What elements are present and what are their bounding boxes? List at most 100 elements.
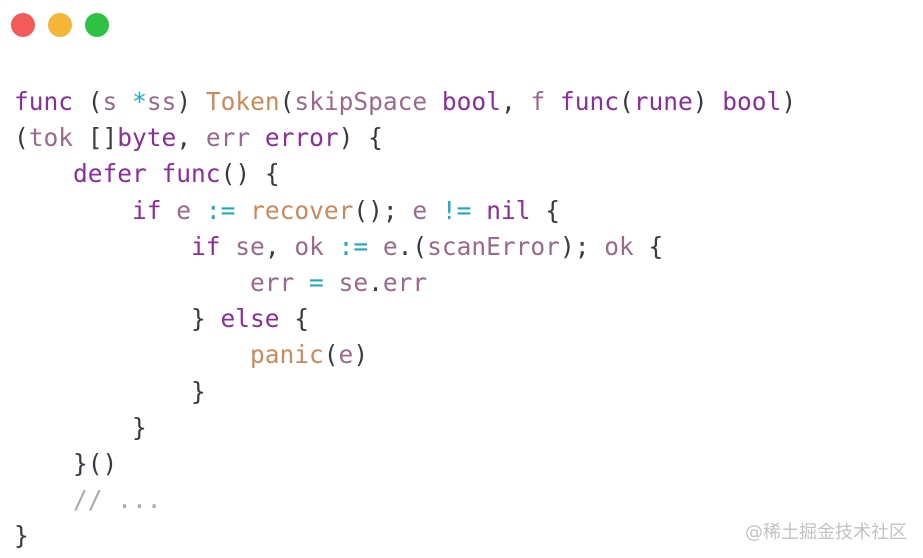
code-block: func (s *ss) Token(skipSpace bool, f fun… — [14, 84, 796, 554]
code-line: err = se.err — [14, 265, 796, 301]
code-token: [] — [73, 123, 118, 153]
code-token: ( — [279, 87, 295, 116]
code-token — [324, 268, 339, 297]
code-line: }() — [14, 446, 796, 482]
code-line: // ... — [14, 482, 796, 518]
code-token: e — [382, 231, 398, 261]
code-token: ok — [604, 231, 634, 261]
code-line: if e := recover(); e != nil { — [14, 193, 796, 229]
code-token — [221, 232, 236, 261]
code-token: }() — [14, 448, 118, 478]
code-token: { — [279, 304, 310, 334]
code-token: () { — [220, 159, 280, 189]
code-token: s — [102, 87, 118, 116]
code-token — [368, 232, 383, 261]
code-token: se — [338, 267, 369, 297]
code-token: e — [338, 340, 354, 370]
code-line: } else { — [14, 301, 796, 337]
code-token: Token — [205, 87, 280, 116]
code-token: } — [14, 521, 29, 551]
code-token — [324, 232, 339, 261]
code-token: func — [559, 87, 619, 116]
code-token: ss — [146, 87, 177, 116]
code-token: { — [530, 195, 560, 225]
code-token — [14, 268, 250, 297]
code-line: if se, ok := e.(scanError); ok { — [14, 229, 796, 265]
code-token — [14, 485, 73, 514]
code-token — [14, 159, 73, 188]
code-token: * — [132, 87, 147, 116]
code-token: ) — [176, 87, 206, 116]
maximize-window-icon[interactable] — [85, 13, 109, 37]
code-token: func — [161, 159, 221, 189]
code-token — [250, 123, 265, 152]
code-token: } — [14, 412, 147, 442]
code-token: if — [191, 231, 221, 261]
code-token: bool — [722, 87, 782, 116]
code-line: } — [14, 374, 796, 410]
code-token — [147, 159, 162, 188]
code-token: f — [530, 87, 546, 116]
code-token: ( — [73, 87, 103, 116]
code-token: defer — [73, 159, 147, 189]
code-token: := — [205, 195, 236, 225]
code-token: { — [633, 231, 664, 261]
code-token — [14, 232, 191, 261]
code-token — [162, 196, 177, 225]
code-token: tok — [28, 123, 74, 153]
code-token: , — [264, 231, 295, 261]
code-token: ) — [781, 87, 797, 116]
code-token: , — [176, 123, 206, 153]
code-token: . — [368, 267, 383, 297]
code-token: panic — [250, 340, 324, 370]
code-token: error — [264, 123, 339, 153]
close-window-icon[interactable] — [11, 13, 35, 37]
code-token: = — [309, 267, 324, 297]
code-line: func (s *ss) Token(skipSpace bool, f fun… — [14, 84, 796, 120]
code-token: skipSpace — [294, 87, 428, 116]
code-token: // ... — [73, 485, 162, 515]
code-token — [14, 340, 250, 369]
code-token: (); — [353, 195, 413, 225]
code-token — [427, 87, 442, 116]
code-token: func — [14, 87, 74, 116]
window-controls — [11, 13, 109, 37]
code-token: recover — [250, 195, 354, 225]
code-line: } — [14, 518, 796, 554]
code-line: (tok []byte, err error) { — [14, 120, 796, 156]
code-token: ); — [559, 231, 605, 261]
code-token: rune — [633, 87, 693, 116]
code-token: scanError — [427, 231, 560, 261]
code-token: , — [500, 87, 531, 116]
code-token: err — [205, 123, 251, 153]
code-token — [427, 196, 442, 225]
code-token: ( — [619, 87, 634, 116]
code-token — [294, 268, 309, 297]
code-token: ) — [692, 87, 723, 116]
code-token: ) — [353, 340, 369, 370]
code-token: if — [132, 195, 162, 225]
code-token — [545, 87, 560, 116]
code-token: bool — [441, 87, 501, 116]
code-token — [14, 196, 132, 225]
code-token: .( — [397, 231, 428, 261]
code-token: nil — [486, 195, 531, 225]
code-token: se — [235, 231, 265, 261]
code-token: err — [250, 267, 295, 297]
code-token: e — [176, 195, 192, 225]
code-token: ( — [323, 340, 339, 370]
code-token: else — [220, 304, 280, 334]
code-token: } — [14, 376, 206, 406]
code-line: } — [14, 410, 796, 446]
code-token: != — [441, 195, 472, 225]
code-token: byte — [117, 123, 177, 153]
code-token: ok — [294, 231, 324, 261]
minimize-window-icon[interactable] — [48, 13, 72, 37]
code-token — [191, 196, 206, 225]
code-line: defer func() { — [14, 156, 796, 192]
code-token: := — [338, 231, 369, 261]
code-token — [471, 196, 486, 225]
code-token: e — [412, 195, 428, 225]
code-token: } — [14, 304, 221, 334]
code-token: ) { — [338, 123, 383, 153]
